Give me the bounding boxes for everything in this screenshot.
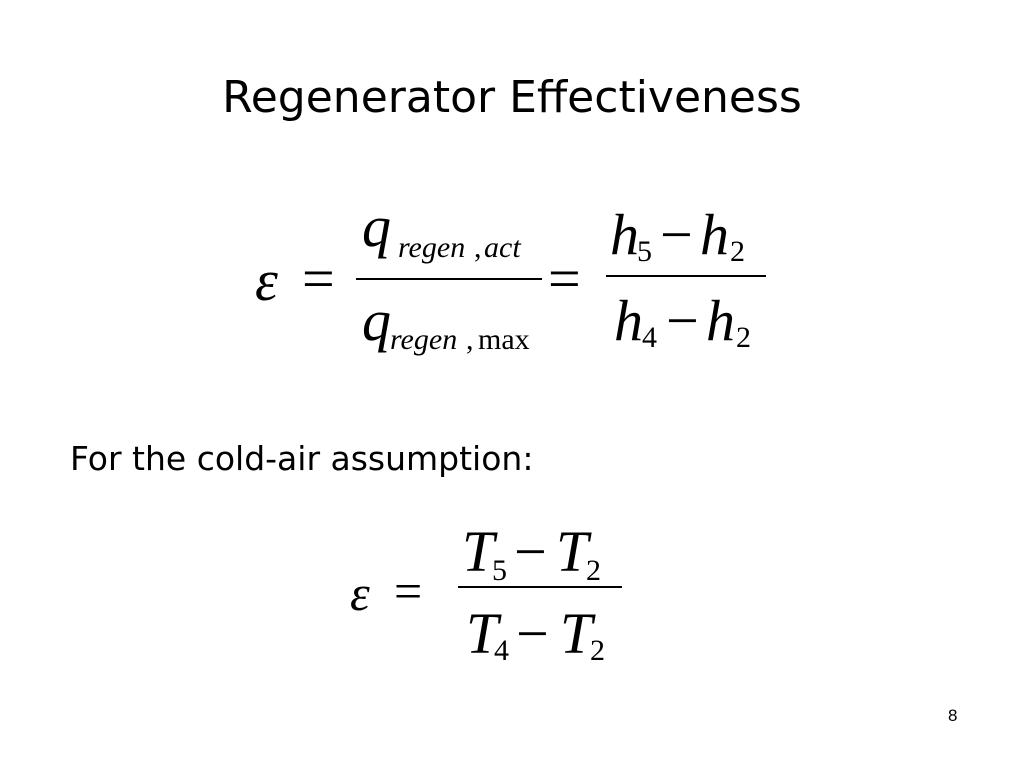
numerator-t5-subscript: 5	[492, 554, 507, 587]
effectiveness-equation: ε = q regen , act q regen , max = h 5 − …	[0, 194, 1024, 375]
numerator-h2-subscript: 2	[730, 235, 745, 268]
numerator-t5: T	[462, 519, 495, 584]
numerator-subscript-comma: ,	[474, 231, 482, 264]
numerator-h5: h	[610, 202, 639, 267]
fraction-bar-q	[356, 278, 542, 280]
numerator-subscript-regen: regen	[398, 231, 466, 264]
denominator-minus-2: −	[516, 601, 549, 666]
cold-air-effectiveness-equation: ε = T 5 − T 2 T 4 − T 2	[0, 512, 1024, 682]
fraction-bar-t	[458, 586, 622, 588]
denominator-minus: −	[666, 288, 699, 353]
denominator-t2-subscript: 2	[590, 634, 605, 667]
denominator-subscript-regen: regen	[390, 323, 458, 356]
epsilon-symbol-2: ε	[350, 565, 370, 621]
denominator-t4-subscript: 4	[494, 634, 509, 667]
fraction-bar-h	[606, 275, 766, 277]
denominator-h4-subscript: 4	[642, 321, 657, 354]
equals-sign: =	[302, 246, 335, 311]
numerator-t2-subscript: 2	[586, 554, 601, 587]
denominator-subscript-max: max	[478, 323, 530, 356]
denominator-h4: h	[614, 288, 643, 353]
numerator-minus-2: −	[514, 519, 547, 584]
denominator-t4: T	[466, 601, 499, 666]
epsilon-symbol: ε	[255, 248, 278, 313]
page-number: 8	[948, 706, 958, 725]
cold-air-assumption-label: For the cold-air assumption:	[70, 439, 534, 478]
numerator-h2: h	[700, 202, 729, 267]
numerator-h5-subscript: 5	[637, 235, 652, 268]
denominator-t2: T	[560, 601, 593, 666]
denominator-h2-subscript: 2	[736, 321, 751, 354]
equals-sign-2: =	[548, 246, 581, 311]
equals-sign-3: =	[394, 563, 423, 619]
numerator-subscript-act: act	[484, 231, 521, 264]
slide-title: Regenerator Effectiveness	[222, 72, 802, 123]
numerator-t2: T	[556, 519, 589, 584]
denominator-q: q	[362, 288, 391, 353]
numerator-minus: −	[660, 202, 693, 267]
numerator-q: q	[362, 194, 391, 259]
denominator-h2: h	[706, 288, 735, 353]
denominator-subscript-comma: ,	[466, 323, 474, 356]
